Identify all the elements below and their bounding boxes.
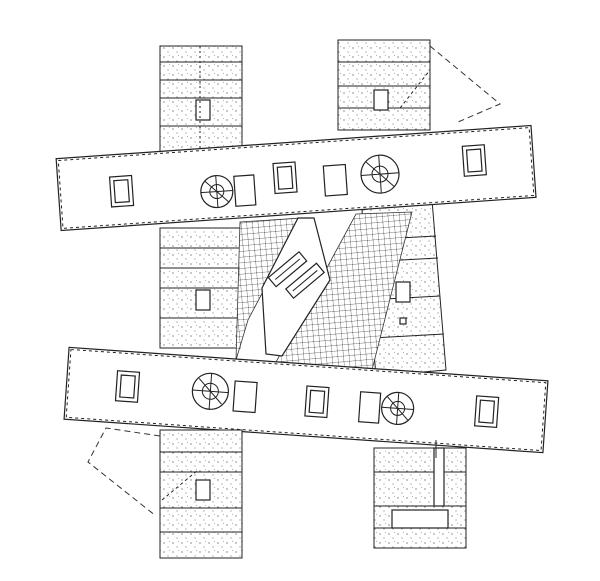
slab-bar-lower bbox=[63, 346, 549, 454]
wing-block-middle-left bbox=[159, 227, 241, 349]
wing-block-upper-left bbox=[159, 45, 243, 153]
central-stair-core bbox=[261, 217, 331, 357]
spiral-stair-core bbox=[360, 154, 400, 194]
wing-block-lower-right bbox=[373, 440, 467, 549]
wing-block-lower-left bbox=[87, 427, 243, 559]
spiral-stair-core bbox=[381, 391, 415, 426]
slab-bar-upper bbox=[55, 124, 537, 232]
spiral-stair-core bbox=[191, 372, 229, 410]
wing-block-upper-right bbox=[337, 39, 501, 131]
spiral-stair-core bbox=[200, 174, 234, 209]
